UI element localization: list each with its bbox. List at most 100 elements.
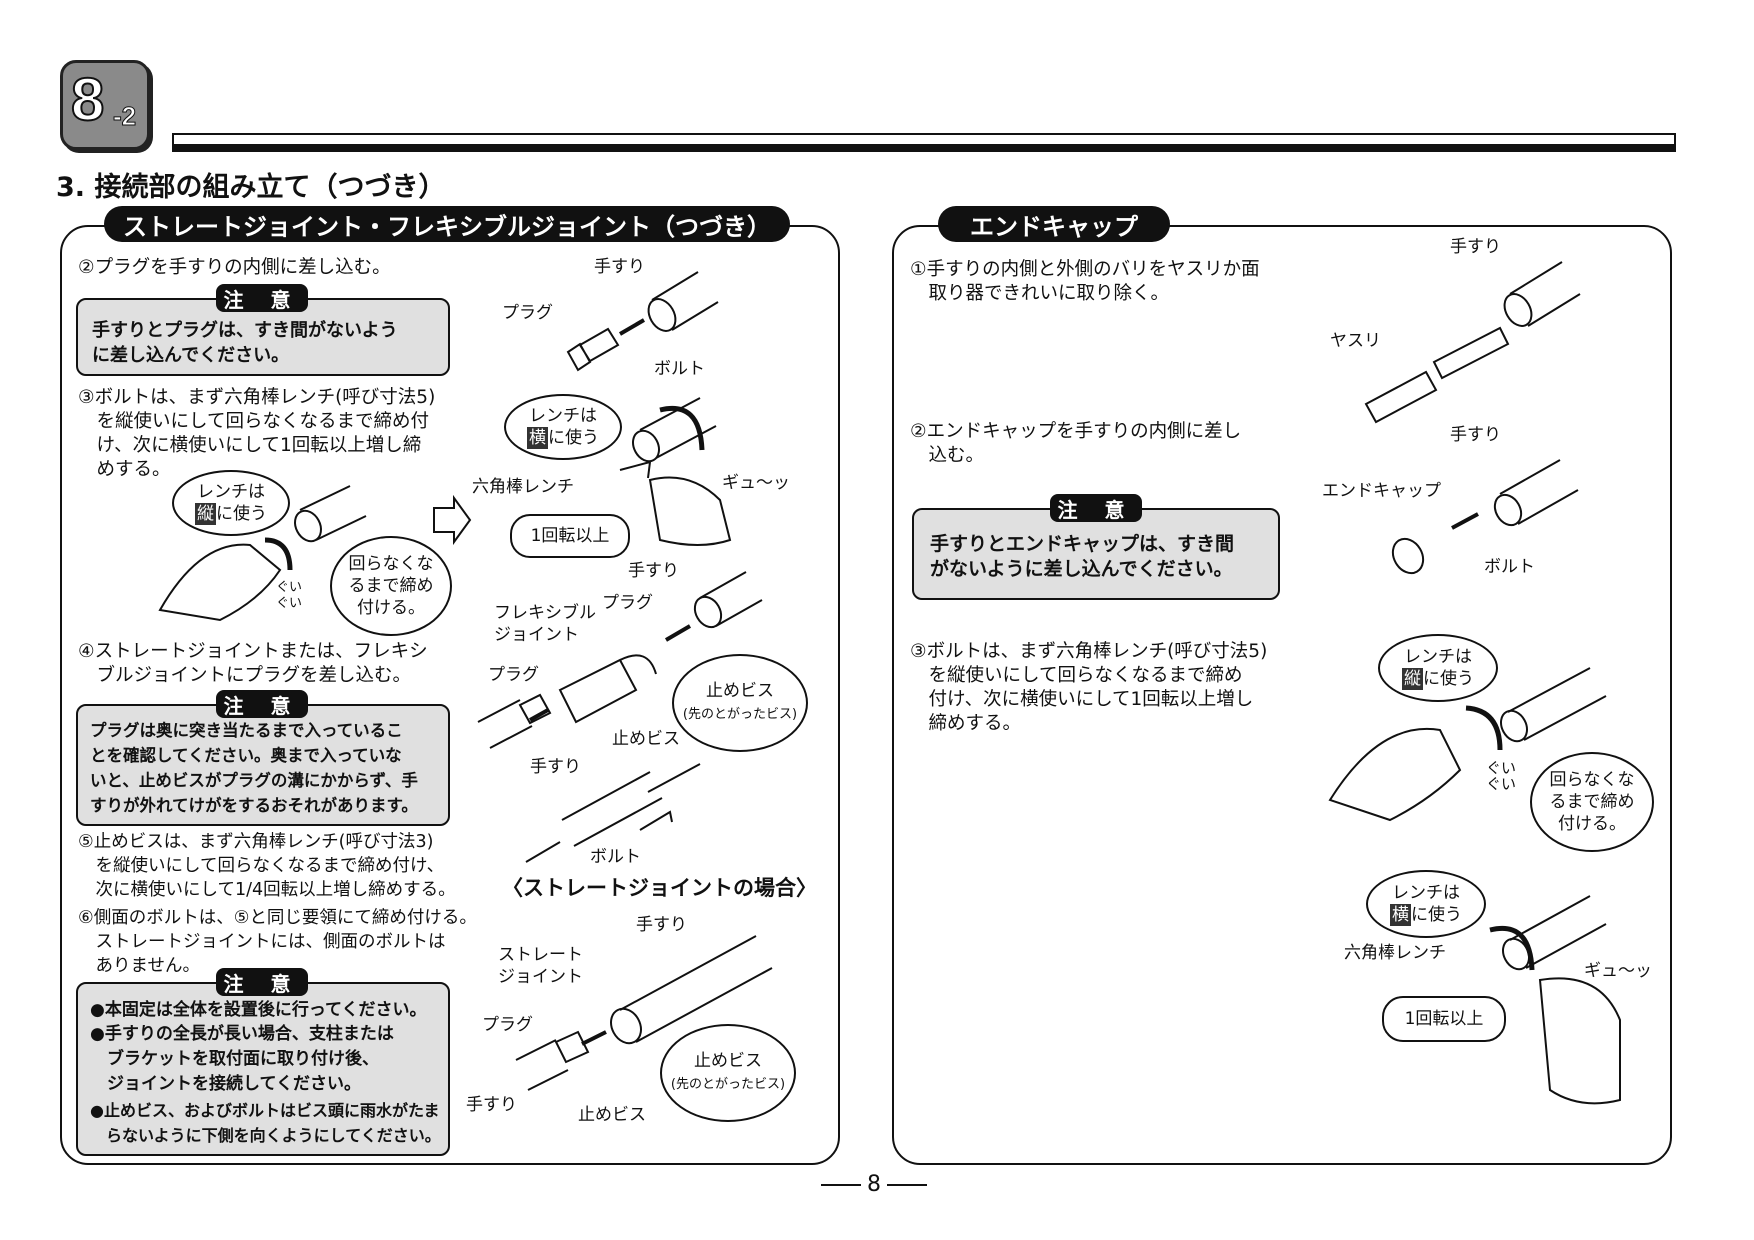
step-2-text: ②プラグを手すりの内側に差し込む。 xyxy=(78,257,391,278)
bubble-text-2: に使う xyxy=(548,428,599,448)
right-caution-label: 注 意 xyxy=(1050,494,1142,522)
bubble-set-screw-note-1: (先のとがったビス) xyxy=(682,707,798,722)
r-label-bolt: ボルト xyxy=(1484,557,1535,577)
caution-text-2: プラグは奥に突き当たるまで入っているこ とを確認してください。奥まで入っていな … xyxy=(90,721,418,815)
label-squeeze-1: ギュ～ッ xyxy=(722,473,790,493)
left-panel-title: ストレートジョイント・フレキシブルジョイント（つづき） xyxy=(104,206,790,242)
handrail-pipe-7 xyxy=(515,1039,569,1091)
r-label-file: ヤスリ xyxy=(1330,331,1381,351)
bubble-wrench-horizontal-1: レンチは横に使う xyxy=(504,394,622,460)
handrail-pipe-r2 xyxy=(1499,459,1579,525)
handrail-end-4 xyxy=(693,595,723,629)
r-label-handrail-2: 手すり xyxy=(1450,425,1501,445)
bubble-text-3: レンチは xyxy=(197,482,265,502)
bubble-tighten-1: 回らなくな るまで締め 付ける。 xyxy=(330,536,452,636)
step-5-text: ⑤止めビスは、まず六角棒レンチ(呼び寸法3) を縦使いにして回らなくなるまで締め… xyxy=(78,832,456,900)
label-bolt-1: ボルト xyxy=(654,359,705,379)
badge-number: 8 xyxy=(70,65,105,134)
rotate-arrow-2 xyxy=(264,537,293,571)
step-arrow xyxy=(433,494,472,546)
wrench-2 xyxy=(639,810,673,831)
right-caution-text: 手すりとエンドキャップは、すき間 がないように差し込んでください。 xyxy=(930,533,1235,580)
page-number: 8 xyxy=(815,1172,933,1197)
handrail-pipe-r3 xyxy=(1507,667,1607,741)
label-straight-joint: ストレート ジョイント xyxy=(498,945,583,987)
handrail-end-2 xyxy=(632,429,660,463)
right-step-3-text: ③ボルトは、まず六角棒レンチ(呼び寸法5) を縦使いにして回らなくなるまで締め … xyxy=(910,641,1268,734)
wrench-1 xyxy=(619,460,652,479)
label-hex-wrench-1: 六角棒レンチ xyxy=(472,477,574,497)
label-plug-3: プラグ xyxy=(488,665,539,685)
handrail-end-1 xyxy=(647,298,677,332)
handrail-pipe-1 xyxy=(651,271,719,331)
rotate-arrow-r1 xyxy=(1465,705,1503,751)
handrail-pipe-r4 xyxy=(1509,895,1607,969)
right-step-2-text: ②エンドキャップを手すりの内側に差し 込む。 xyxy=(910,421,1242,466)
caution-item-1: ●本固定は全体を設置後に行ってください。 xyxy=(90,1000,427,1020)
r-bubble-wrench-vertical: レンチは縦に使う xyxy=(1378,634,1498,702)
plug-2 xyxy=(518,693,552,725)
r-bubble-one-turn: 1回転以上 xyxy=(1382,996,1506,1042)
plug-3 xyxy=(554,1030,590,1064)
caution-text-1: 手すりとプラグは、すき間がないよう に差し込んでください。 xyxy=(92,320,398,366)
bubble-tighten-text-1: 回らなくな るまで締め 付ける。 xyxy=(348,554,434,618)
r-bubble-tighten: 回らなくな るまで締め 付ける。 xyxy=(1530,752,1654,852)
bubble-set-screw-2: 止めビス(先のとがったビス) xyxy=(660,1024,796,1122)
r-bubble-one-turn-text: 1回転以上 xyxy=(1404,1009,1484,1029)
label-handrail-4: 手すり xyxy=(636,915,687,935)
step-6-text: ⑥側面のボルトは、⑤と同じ要領にて締め付ける。 ストレートジョイントには、側面の… xyxy=(78,908,477,976)
label-guigui-1: ぐい ぐい xyxy=(276,580,303,611)
label-plug-4: プラグ xyxy=(482,1015,533,1035)
arrow-plug-3 xyxy=(581,1030,607,1046)
straight-joint-end xyxy=(610,1007,642,1045)
handrail-end-r1 xyxy=(1503,293,1533,327)
caution-item-3: ●止めビス、およびボルトはビス頭に雨水がたま らないように下側を向くようにしてく… xyxy=(90,1101,441,1145)
bubble-set-screw-note-2: (先のとがったビス) xyxy=(670,1077,786,1092)
flex-joint xyxy=(558,654,657,724)
hand-left-r1 xyxy=(1328,727,1462,822)
r-bubble-text-3: レンチは xyxy=(1392,883,1460,903)
caption-straight-joint: 〈ストレートジョイントの場合〉 xyxy=(502,876,817,900)
arrow-plug-1 xyxy=(618,318,646,336)
bubble-one-turn-text-1: 1回転以上 xyxy=(530,526,610,546)
handrail-end-3 xyxy=(294,509,322,543)
handrail-pipe-3 xyxy=(299,485,367,541)
handrail-end-r3 xyxy=(1500,709,1528,743)
step-3-text: ③ボルトは、まず六角棒レンチ(呼び寸法5) を縦使いにして回らなくなるまで締め付… xyxy=(78,387,436,480)
file-tool xyxy=(1364,326,1510,424)
straight-joint-1 xyxy=(525,763,701,863)
rotate-arrow-r2 xyxy=(1489,926,1535,971)
rotate-arrow-1 xyxy=(659,406,705,451)
handrail-pipe-4 xyxy=(699,571,763,627)
right-caution-box xyxy=(912,508,1280,600)
end-cap xyxy=(1391,537,1425,575)
label-plug-2: プラグ xyxy=(602,593,653,613)
caution-box-3 xyxy=(76,982,450,1156)
label-plug-1: プラグ xyxy=(502,303,553,323)
hand-right-r1 xyxy=(1538,977,1621,1105)
bubble-text-4: に使う xyxy=(216,504,267,524)
caution-label-3: 注 意 xyxy=(216,968,308,996)
handrail-end-r2 xyxy=(1493,493,1523,527)
plug-1 xyxy=(566,327,620,372)
caution-box-2 xyxy=(76,704,450,826)
hand-right-1 xyxy=(648,476,732,546)
label-set-screw-2: 止めビス xyxy=(578,1105,646,1125)
section-title: 3. 接続部の組み立て（つづき） xyxy=(56,172,446,203)
step-4-text: ④ストレートジョイントまたは、フレキシ ブルジョイントにプラグを差し込む。 xyxy=(78,641,428,686)
r-label-hex-wrench: 六角棒レンチ xyxy=(1344,943,1446,963)
bubble-one-turn-1: 1回転以上 xyxy=(510,514,630,558)
caution-label-1: 注 意 xyxy=(216,284,308,312)
arrow-end-cap xyxy=(1451,512,1479,530)
r-label-squeeze: ギュ～ッ xyxy=(1584,961,1652,981)
caution-label-2: 注 意 xyxy=(216,690,308,718)
r-bubble-text-1: レンチは xyxy=(1404,647,1472,667)
r-label-handrail-1: 手すり xyxy=(1450,237,1501,257)
r-bubble-text-2: に使う xyxy=(1423,669,1474,689)
label-handrail-1: 手すり xyxy=(594,257,645,277)
bubble-wrench-vertical-1: レンチは縦に使う xyxy=(172,470,290,536)
bubble-kanji-2: 縦 xyxy=(195,503,216,525)
r-bubble-kanji-1: 縦 xyxy=(1402,668,1423,690)
